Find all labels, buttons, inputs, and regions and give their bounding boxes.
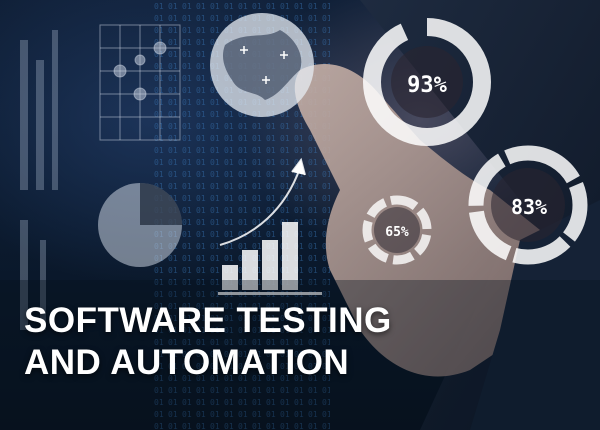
gauge-83 bbox=[468, 145, 588, 265]
gauge-65 bbox=[362, 195, 432, 265]
pie-chart-icon bbox=[98, 183, 182, 267]
bar-chart-icon bbox=[218, 222, 322, 295]
headline-line-2: AND AUTOMATION bbox=[24, 343, 350, 382]
left-bars-decor bbox=[20, 30, 58, 330]
headline: SOFTWARE TESTING AND AUTOMATION bbox=[24, 300, 392, 384]
bottom-shade bbox=[0, 280, 600, 430]
gauge-93 bbox=[363, 18, 491, 146]
sleeve-shape bbox=[470, 200, 600, 430]
gauge-93-label: 93% bbox=[407, 73, 447, 98]
gauge-65-label: 65% bbox=[385, 225, 409, 240]
grid-pattern-icon bbox=[99, 24, 181, 141]
globe-icon bbox=[210, 13, 314, 117]
trend-arrow-icon bbox=[219, 157, 306, 246]
gauge-83-label: 83% bbox=[511, 195, 547, 219]
headline-line-1: SOFTWARE TESTING bbox=[24, 301, 392, 340]
